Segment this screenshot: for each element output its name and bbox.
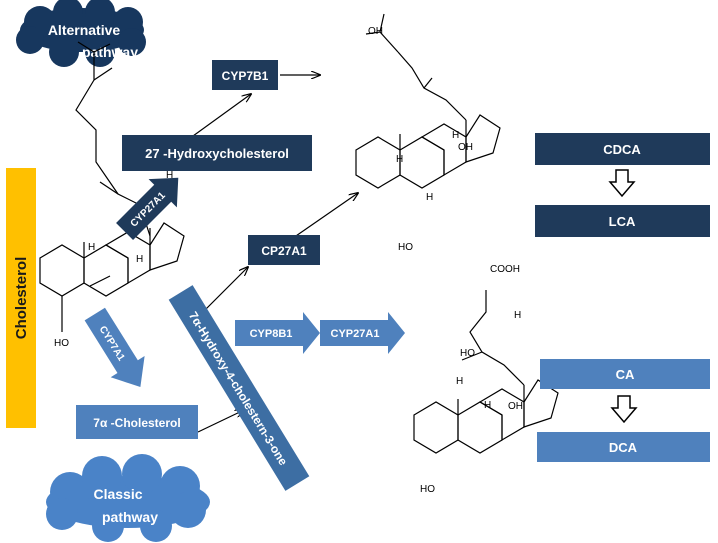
cdca-box: CDCA xyxy=(535,133,710,165)
ca-to-dca-arrow xyxy=(610,395,638,424)
cholesterol-box: Cholesterol xyxy=(6,168,36,428)
cyp27a1-classic-label: CYP27A1 xyxy=(331,328,380,340)
cholesterol-h1: H xyxy=(166,170,173,181)
dca-box: DCA xyxy=(537,432,710,462)
cdca-h2: H xyxy=(396,154,403,165)
cyp8b1-arrow: CYP8B1 xyxy=(235,312,320,354)
hydroxy-cholestenone-box: 7α-Hydroxy-4-cholestern-3-one xyxy=(168,285,310,491)
alternative-cloud-line1: Alternative xyxy=(48,22,121,38)
ca-structure: COOH HO OH HO H H H xyxy=(413,264,559,495)
cholesterol-ho: HO xyxy=(54,338,69,349)
cdca-label: CDCA xyxy=(603,142,641,157)
ca-h1: H xyxy=(514,310,521,321)
alpha-cholesterol-box: 7α -Cholesterol xyxy=(76,405,198,439)
cyp7b1-label: CYP7B1 xyxy=(222,69,269,83)
lca-label: LCA xyxy=(609,214,636,229)
lca-box: LCA xyxy=(535,205,710,237)
cdca-3-ho: HO xyxy=(398,242,413,253)
ca-h3: H xyxy=(484,400,491,411)
ca-12-ho: HO xyxy=(460,348,475,359)
cyp7b1-box: CYP7B1 xyxy=(212,60,278,90)
alternative-cloud-line2: pathway xyxy=(82,44,138,60)
classic-cloud-line2: pathway xyxy=(102,509,158,525)
cdca-acid-oh: OH xyxy=(368,26,383,37)
cdca-to-lca-arrow xyxy=(608,169,636,198)
alternative-pathway-cloud: Alternative pathway xyxy=(16,0,146,67)
cp27a1-box: CP27A1 xyxy=(248,235,320,265)
ca-7-oh: OH xyxy=(508,401,523,412)
alpha-cholesterol-label: 7α -Cholesterol xyxy=(93,416,180,430)
ca-3-ho: HO xyxy=(420,484,435,495)
pathway-arrows xyxy=(192,75,358,433)
cdca-structure: OH OH HO H H H xyxy=(355,13,501,253)
ca-cooh: COOH xyxy=(490,264,520,275)
cholesterol-label: Cholesterol xyxy=(13,257,30,340)
cp27a1-label: CP27A1 xyxy=(261,244,307,258)
ca-box: CA xyxy=(540,359,710,389)
dca-label: DCA xyxy=(609,440,638,455)
cdca-7-oh: OH xyxy=(458,142,473,153)
cyp27a1-classic-arrow: CYP27A1 xyxy=(320,312,405,354)
cyp8b1-label: CYP8B1 xyxy=(250,328,293,340)
hydroxycholesterol-box: 27 -Hydroxycholesterol xyxy=(122,135,312,171)
cdca-h1: H xyxy=(452,130,459,141)
ca-h2: H xyxy=(456,376,463,387)
cholesterol-h2: H xyxy=(88,242,95,253)
hydroxycholesterol-label: 27 -Hydroxycholesterol xyxy=(145,146,289,161)
classic-pathway-cloud: Classic pathway xyxy=(46,454,210,542)
cyp7a1-block-arrow: CYP7A1 xyxy=(84,307,145,388)
cdca-h3: H xyxy=(426,192,433,203)
cholesterol-h3: H xyxy=(136,254,143,265)
ca-label: CA xyxy=(616,367,635,382)
classic-cloud-line1: Classic xyxy=(93,486,142,502)
